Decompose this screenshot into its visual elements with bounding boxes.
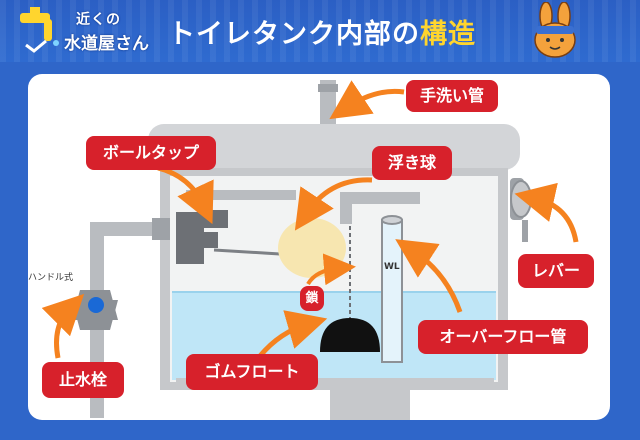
page-title: トイレタンク内部の構造 [168, 12, 476, 51]
title-accent: 構造 [420, 19, 476, 50]
handwash-pipe [318, 80, 338, 124]
rubber-float [320, 318, 380, 352]
ball-tap [176, 190, 296, 264]
outlet-pipe [330, 390, 410, 420]
label-float-ball: 浮き球 [372, 146, 452, 180]
overflow-pipe [381, 215, 403, 363]
title-main: トイレタンク内部の [168, 19, 420, 50]
lever-icon[interactable] [510, 178, 532, 242]
label-water-level: WL [384, 262, 400, 272]
stop-valve-handle-icon[interactable] [72, 290, 118, 330]
label-lever: レバー [518, 254, 594, 288]
faucet-logo-icon [20, 7, 59, 53]
label-handwash-pipe: 手洗い管 [406, 80, 498, 112]
label-handle-type: ハンドル式 [28, 273, 74, 283]
label-chain: 鎖 [300, 286, 324, 311]
label-overflow-pipe: オーバーフロー管 [418, 320, 588, 354]
logo-text-top: 近くの [76, 12, 121, 28]
site-logo[interactable]: 近くの 水道屋さん [16, 5, 156, 55]
label-rubber-float: ゴムフロート [186, 354, 318, 390]
label-stop-valve: 止水栓 [42, 362, 124, 398]
rabbit-mascot-icon [534, 2, 576, 58]
header-stripes [0, 0, 640, 62]
header-bar: 近くの 水道屋さん トイレタンク内部の構造 [0, 0, 640, 62]
refill-tube [340, 192, 420, 224]
label-ball-tap: ボールタップ [86, 136, 216, 170]
logo-text-bottom: 水道屋さん [64, 34, 149, 54]
